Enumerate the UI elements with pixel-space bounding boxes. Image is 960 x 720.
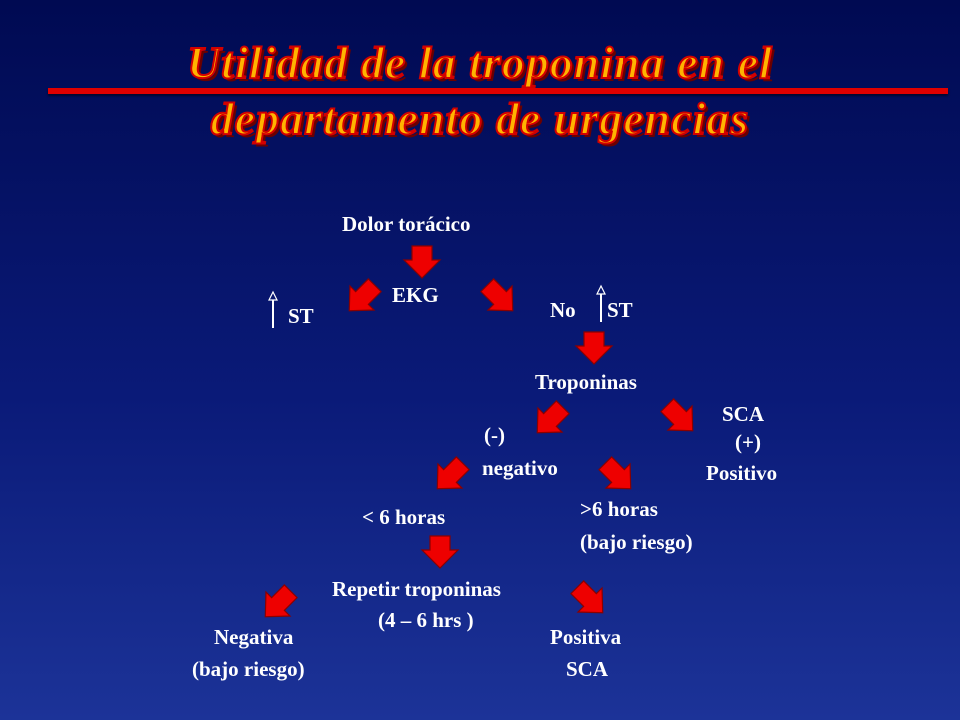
arrow-down-icon-nost-troponinas [574,331,614,365]
node-negative-sign: (-) [484,423,505,447]
arrow-down-left-icon-troponinas-neg [536,400,570,434]
node-troponinas: Troponinas [535,370,637,394]
node-positiva: Positiva [550,625,622,649]
node-negativa: Negativa [214,625,294,649]
arrow-down-right-icon-ekg-nost [480,278,514,312]
slide-title-line1: Utilidad de la troponina en el [186,36,773,89]
arrow-down-left-icon-repetir-negativa [264,584,298,618]
st-elevation-arrow-icon [268,290,278,328]
node-more-6-hours: >6 horas [580,497,658,521]
arrow-down-icon-dolor-ekg [402,245,442,279]
arrow-down-right-icon-troponinas-pos [660,398,694,432]
node-positive-sign: (+) [735,430,761,454]
arrow-down-left-icon-ekg-st [348,278,382,312]
node-ekg: EKG [392,283,439,307]
arrow-down-right-icon-repetir-positiva [570,580,604,614]
arrow-down-left-icon-neg-lt6 [436,456,470,490]
node-4-6-hrs: (4 – 6 hrs ) [378,608,474,632]
slide-title-line2: departamento de urgencias [210,92,750,145]
st-no-elevation-arrow-icon [596,284,606,322]
node-dolor-toracico: Dolor torácico [342,212,471,236]
node-repetir-troponinas: Repetir troponinas [332,577,501,601]
title-underline [48,88,948,94]
node-bajo-riesgo-1: (bajo riesgo) [580,530,693,554]
node-sca: SCA [722,402,765,426]
node-negativo: negativo [482,456,558,480]
node-no: No [550,298,576,322]
node-st-elevation: ST [288,304,314,328]
node-bajo-riesgo-2: (bajo riesgo) [192,657,305,681]
node-positivo: Positivo [706,461,778,485]
node-sca-2: SCA [566,657,609,681]
arrow-down-right-icon-neg-gt6 [598,456,632,490]
node-less-6-hours: < 6 horas [362,505,446,529]
arrow-down-icon-lt6-repetir [420,535,460,569]
node-st-no-elevation: ST [607,298,633,322]
